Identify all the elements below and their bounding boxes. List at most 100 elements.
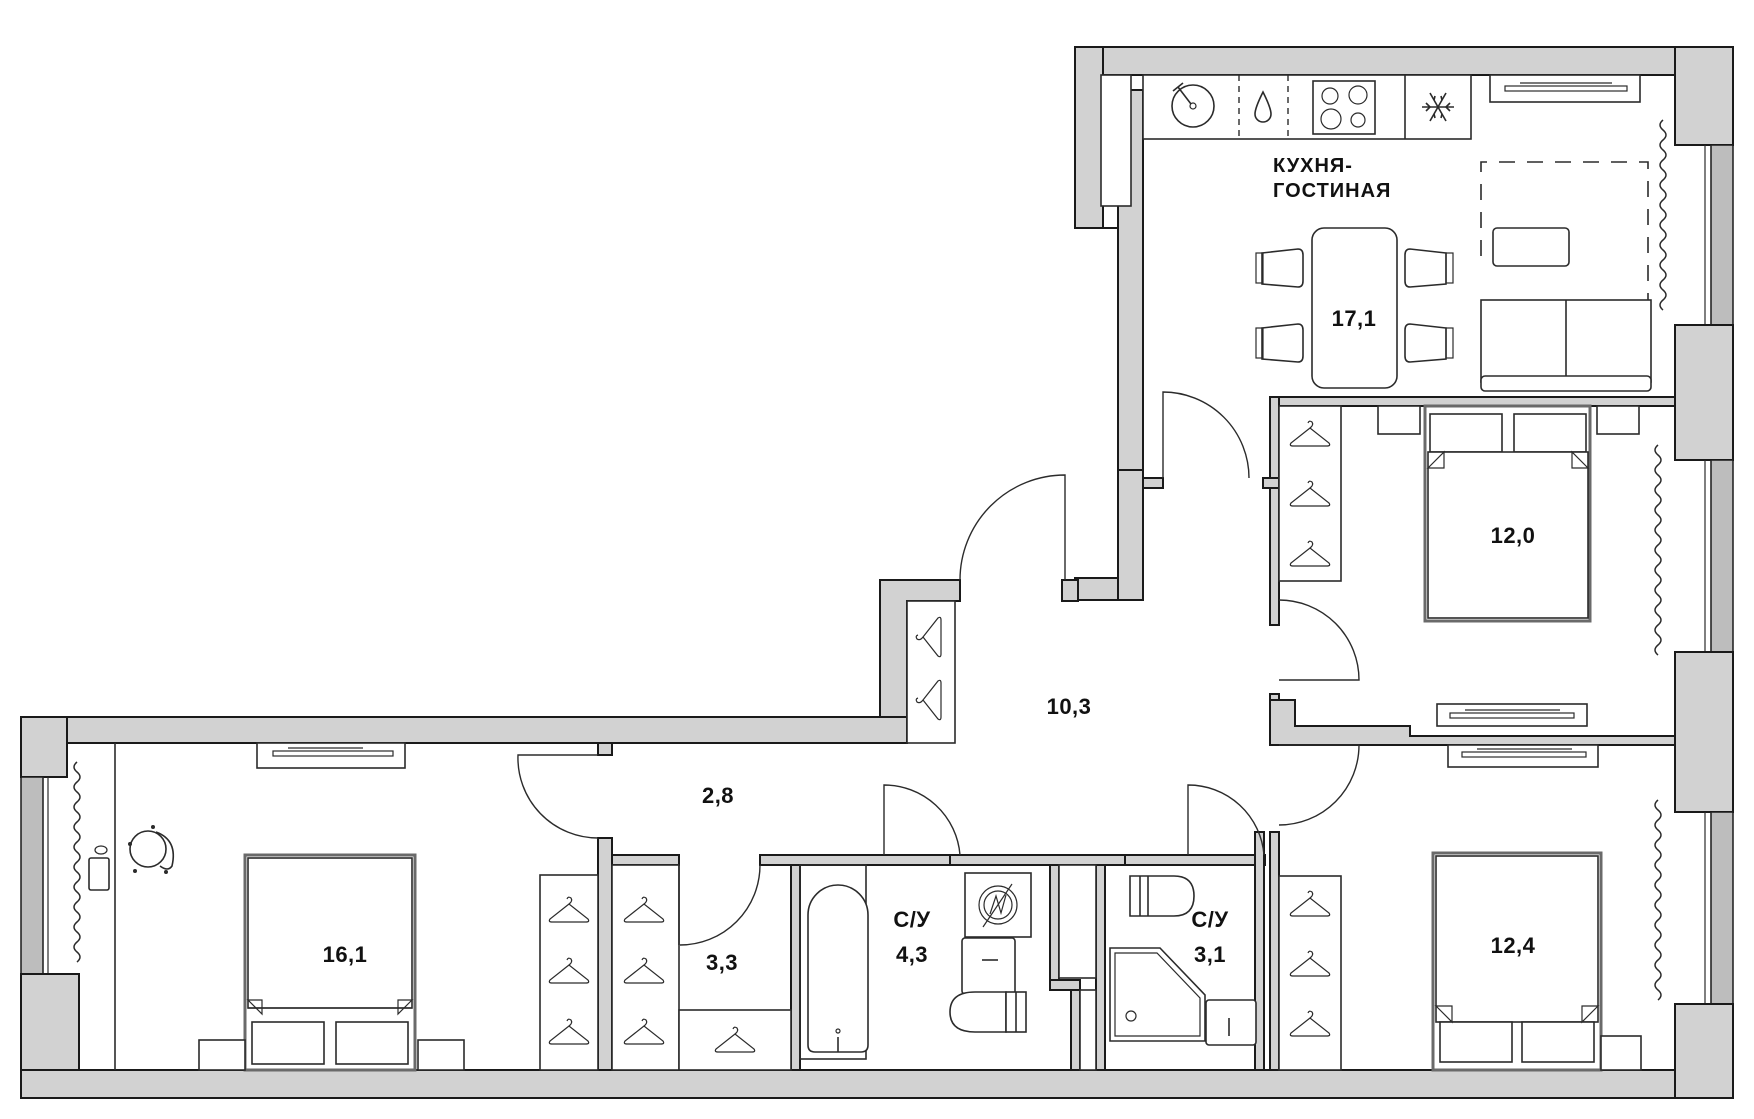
lamp-icon [94, 845, 108, 855]
hanger-icon [915, 616, 942, 658]
wall-left-wing-top [20, 716, 908, 744]
room-hall: 10,3 [906, 391, 1250, 744]
hanger-icon [1289, 1010, 1331, 1037]
wall-right-1 [1674, 46, 1734, 146]
radiator-icon [1447, 744, 1599, 768]
hanger-icon [548, 896, 590, 923]
hanger-icon [714, 1026, 756, 1053]
door-swing-icon [1162, 391, 1250, 479]
label-bathroom-2: С/У [1191, 907, 1228, 932]
door-swing-icon [1278, 599, 1360, 681]
area-bathroom-2: 3,1 [1194, 942, 1226, 967]
wall-bedroom2-left [1269, 831, 1280, 1071]
door-swing-icon [679, 864, 761, 946]
window-right-1 [1710, 144, 1734, 326]
area-bedroom-bottom-right: 12,4 [1491, 933, 1536, 958]
door-swing-icon [959, 474, 1066, 581]
door-jamb-kitchen [1142, 477, 1164, 489]
wardrobe [539, 874, 599, 1071]
hanger-icon [623, 957, 665, 984]
wall-left-corner-bottom [20, 973, 80, 1071]
wall-kitchen-west-low [1117, 469, 1144, 601]
washing-machine-icon [964, 872, 1032, 938]
sofa-icon [1480, 299, 1652, 392]
wall-bath2-top [1124, 854, 1266, 866]
chair-icon [1255, 248, 1304, 288]
curtain-icon [1659, 119, 1667, 311]
room-bathroom-2: С/У 3,1 [1109, 784, 1265, 1046]
shower-tray-icon [1109, 947, 1206, 1042]
bathroom-sink-icon [961, 937, 1016, 995]
toilet-icon [1129, 875, 1195, 917]
wall-bath1-left [790, 864, 801, 1071]
area-bathroom-1: 4,3 [896, 942, 928, 967]
area-bedroom-top-right: 12,0 [1491, 523, 1536, 548]
door-jamb-corridor [597, 742, 613, 756]
water-drop-icon [1254, 90, 1272, 123]
door-jamb [1262, 477, 1280, 489]
door-swing-icon [883, 784, 961, 856]
door-swing-icon [1187, 784, 1265, 856]
hanger-icon [1289, 420, 1331, 447]
chair-icon [1404, 248, 1454, 288]
window-left [20, 776, 44, 975]
wall-kitchen-top [1074, 46, 1734, 76]
wall-closet-top [611, 854, 680, 866]
hanger-icon [548, 957, 590, 984]
room-corridor: 2,8 [517, 754, 734, 839]
wall-bedroom1-bottom [1269, 699, 1676, 746]
office-chair-icon [128, 825, 175, 874]
area-corridor: 2,8 [702, 783, 734, 808]
door-jamb-hall [1061, 579, 1079, 602]
room-bathroom-1: С/У 4,3 [799, 784, 1097, 1071]
room-bedroom-left: 16,1 [73, 742, 599, 1072]
wall-right-4 [1674, 1003, 1734, 1099]
room-bedroom-bottom-right: 12,4 [1278, 744, 1662, 1072]
area-kitchen-living: 17,1 [1332, 306, 1377, 331]
hanger-icon [623, 896, 665, 923]
nightstand [198, 1039, 246, 1071]
curtain-icon [1654, 799, 1662, 1001]
wall-bath2-right [1254, 831, 1265, 1071]
hanger-icon [1289, 890, 1331, 917]
hanger-icon [1289, 540, 1331, 567]
room-name-line1: КУХНЯ- [1273, 155, 1353, 177]
wall-bedroom1-left-top [1269, 396, 1280, 488]
wall-right-3 [1674, 651, 1734, 813]
chair-icon [1255, 323, 1304, 363]
hanger-icon [623, 1018, 665, 1045]
hanger-icon [548, 1018, 590, 1045]
bathroom-sink-icon [1205, 999, 1257, 1046]
room-bedroom-top-right: 12,0 [1278, 404, 1662, 727]
utility-shaft [1079, 989, 1097, 1071]
wardrobe [906, 600, 956, 744]
nightstand [417, 1039, 465, 1071]
wardrobe [611, 864, 680, 1071]
nightstand [1596, 405, 1640, 435]
dining-table-icon [1311, 227, 1398, 389]
nightstand [1377, 405, 1421, 435]
wall-shaft-left-low [1070, 989, 1081, 1071]
desk-item [88, 857, 110, 891]
curtain-icon [1654, 444, 1662, 656]
wall-bottom [20, 1069, 1734, 1099]
wall-bath1-top-right [949, 854, 1126, 866]
wall-bath1-top-left [759, 854, 966, 866]
radiator-icon [256, 742, 406, 769]
area-bedroom-left: 16,1 [323, 942, 368, 967]
chair-icon [1404, 323, 1454, 363]
bed-icon [1431, 851, 1603, 1072]
hanger-icon [915, 679, 942, 721]
rug-outline [1480, 161, 1649, 300]
window-right-2 [1710, 459, 1734, 653]
tall-cabinet [1100, 74, 1132, 207]
wall-bedroom1-left [1269, 487, 1280, 626]
wardrobe [1278, 875, 1342, 1071]
door-swing-icon [1278, 744, 1360, 826]
bed-icon [243, 853, 417, 1072]
area-closet: 3,3 [706, 950, 738, 975]
toilet-icon [949, 991, 1027, 1033]
room-closet: 3,3 [611, 864, 792, 1071]
coffee-table-icon [1492, 227, 1570, 267]
